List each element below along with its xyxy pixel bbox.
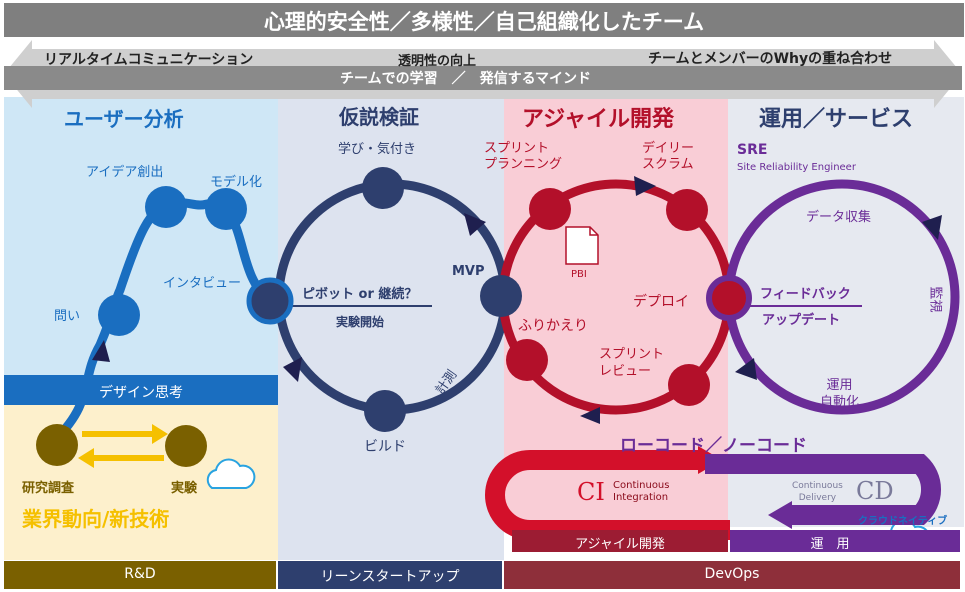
pbi-label: PBI [571, 269, 587, 280]
lowcode-label: ローコード／ノーコード [620, 436, 807, 456]
research-node [36, 424, 78, 466]
cloud-icon [206, 458, 256, 489]
start-label: 実験開始 [336, 315, 385, 329]
build-label: ビルド [364, 439, 406, 455]
learning-label: 学び・気付き [338, 142, 417, 157]
review-node [668, 364, 710, 406]
sre-full-label: Site Reliability Engineer [737, 162, 856, 173]
auto-label: 運用 自動化 [820, 378, 860, 410]
model-label: モデル化 [210, 175, 263, 190]
pivot-label: ピボット or 継続？ [302, 287, 418, 302]
interview-node [246, 277, 294, 325]
experiment-label: 実験 [171, 481, 198, 496]
hypothesis-title: 仮説検証 [339, 105, 419, 129]
learning-node [362, 167, 404, 209]
agile-arrow-top [634, 176, 656, 196]
experiment-node [165, 425, 207, 467]
ops-band [730, 530, 960, 552]
ci-full-label: Continuous Integration [613, 480, 670, 503]
pbi-document-icon [565, 226, 599, 265]
rnd-arrow-right [82, 424, 168, 444]
footer-devops-label: DevOps [704, 566, 760, 582]
design-arrowhead [92, 340, 110, 362]
user-analysis-title: ユーザー分析 [64, 107, 184, 131]
design-thinking-label: デザイン思考 [99, 385, 183, 401]
footer-lean-label: リーンスタートアップ [320, 569, 460, 585]
question-node [98, 294, 140, 336]
agile-band-label: アジャイル開発 [575, 537, 665, 552]
agile-band [512, 530, 728, 552]
daily-label: デイリー スクラム [642, 141, 695, 172]
arrow-bottom-text: チームでの学習 ／ 発信するマインド [340, 71, 592, 87]
hypothesis-arrow-left [283, 357, 302, 382]
page-title: 心理的安全性／多様性／自己組織化したチーム [263, 10, 705, 34]
mvp-node [480, 275, 522, 317]
monitor-label: 監視 [927, 286, 943, 313]
interview-label: インタビュー [163, 276, 242, 291]
idea-label: アイデア創出 [86, 165, 164, 180]
design-thinking-band [4, 375, 278, 405]
cd-label: CD [856, 477, 894, 505]
rnd-arrow-left [78, 448, 164, 468]
planning-label: スプリント プランニング [484, 141, 563, 172]
ops-band-label: 運 用 [810, 537, 850, 552]
hypothesis-arrow-top [464, 213, 486, 236]
arrow-item-transparency: 透明性の向上 [398, 54, 477, 69]
planning-node [529, 188, 571, 230]
rnd-title: 業界動向/新技術 [22, 507, 170, 531]
research-label: 研究調査 [22, 481, 75, 496]
deploy-label: デプロイ [633, 294, 689, 310]
retro-node [506, 339, 548, 381]
ops-arrow-top [922, 215, 942, 240]
update-label: アップデート [762, 313, 841, 328]
ops-title: 運用／サービス [759, 107, 914, 132]
arrow-item-realtime: リアルタイムコミュニケーション [44, 52, 254, 68]
review-label: スプリント レビュー [599, 347, 665, 379]
collect-label: データ収集 [806, 210, 872, 225]
build-node [364, 390, 406, 432]
feedback-label: フィードバック [760, 287, 851, 302]
cd-full-label: Continuous Delivery [792, 481, 843, 503]
footer-lean [278, 561, 502, 589]
deploy-feedback-node [706, 275, 752, 321]
cloud-native-label: クラウドネイティブ [858, 516, 948, 527]
model-node [205, 188, 247, 230]
title-bar [4, 3, 964, 37]
retro-label: ふりかえり [518, 318, 588, 334]
agile-arrow-bottom [580, 407, 600, 424]
daily-node [666, 189, 708, 231]
arrow-item-why: チームとメンバーのWhyの重ね合わせ [648, 51, 893, 67]
footer-rnd [4, 561, 276, 589]
mvp-label: MVP [452, 264, 485, 279]
question-label: 問い [54, 309, 81, 324]
culture-double-arrow [4, 40, 962, 108]
cd-arrow [705, 454, 942, 529]
footer-devops [504, 561, 960, 589]
footer-rnd-label: R&D [124, 566, 156, 582]
agile-title: アジャイル開発 [522, 107, 675, 132]
sre-label: SRE [737, 142, 768, 158]
ops-arrow-left [735, 358, 757, 380]
ci-label: CI [577, 478, 605, 506]
idea-node [145, 186, 187, 228]
